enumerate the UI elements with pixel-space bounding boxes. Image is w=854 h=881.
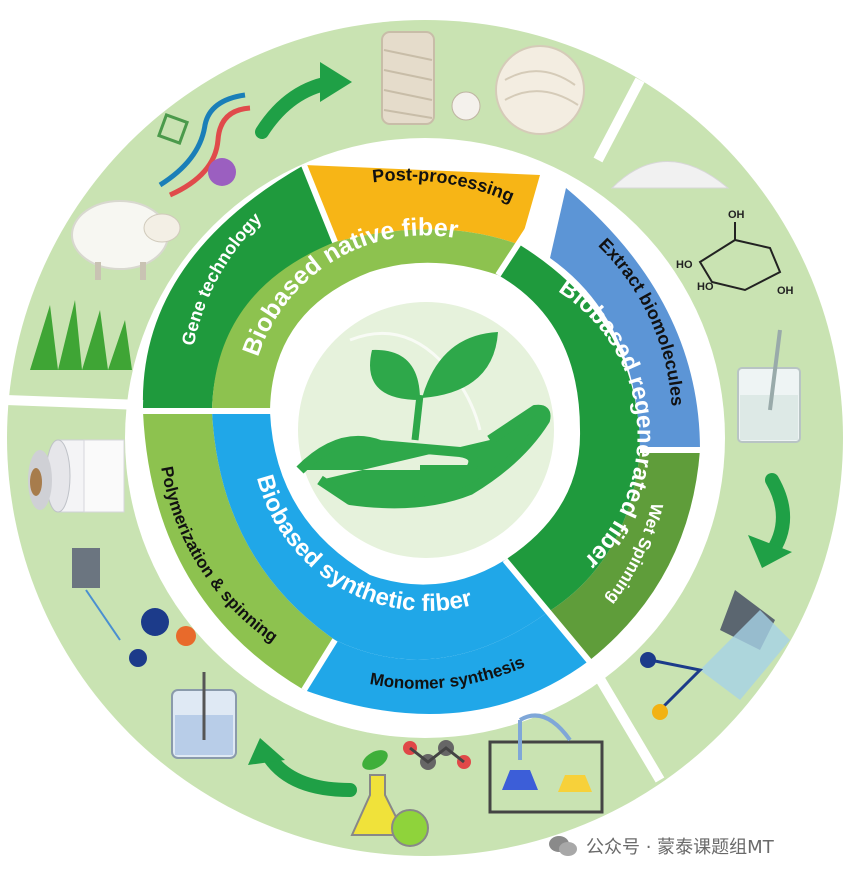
segment-regenerated-fiber[interactable] (498, 245, 640, 612)
segment-native-fiber[interactable] (212, 229, 520, 410)
watermark-text: 公众号 · 蒙泰课题组MT (586, 837, 774, 858)
leaf-hand-icon (296, 331, 551, 509)
divider-poly-mono (301, 638, 338, 692)
wechat-icon (548, 834, 578, 858)
beaker-icon (737, 329, 801, 443)
monomer-molecule-icon (403, 740, 471, 770)
step-ring (142, 165, 700, 714)
sheep-icon (71, 200, 181, 280)
spinning-machine-icon (72, 548, 196, 667)
ho-left-label: HO (676, 259, 693, 271)
yarn-icon (381, 31, 585, 135)
separator-left (5, 395, 144, 410)
segment-wet-spinning[interactable] (548, 450, 700, 660)
glucose-molecule-icon: OH HO HO OH (676, 209, 794, 297)
watermark: 公众号 · 蒙泰课题组MT (548, 828, 848, 864)
flask-icon (350, 750, 429, 847)
dna-icon (156, 92, 251, 198)
segment-synthetic-fiber[interactable] (212, 412, 548, 660)
green-arrow-icon (255, 62, 352, 139)
green-arrow-icon (748, 473, 792, 568)
spinneret-icon (640, 590, 790, 720)
bobbin-icon (28, 439, 125, 513)
segment-monomer-synthesis[interactable] (304, 612, 590, 714)
reactor-icon (171, 672, 237, 759)
green-arrow-icon (248, 738, 357, 797)
ho-mid-label: HO (697, 281, 714, 293)
core-ring (212, 229, 640, 660)
separator-bottom (585, 659, 665, 783)
oh-top-label: OH (728, 209, 745, 221)
divider-post-gene (301, 163, 338, 244)
segment-polymerization-spinning[interactable] (143, 412, 335, 690)
oh-bottom-label: OH (777, 285, 794, 297)
divider-core-top (495, 178, 563, 277)
segment-post-processing[interactable] (304, 165, 540, 245)
powder-icon (610, 161, 730, 189)
segment-gene-technology[interactable] (142, 165, 335, 410)
distillation-icon (488, 713, 604, 814)
grass-icon (30, 300, 132, 370)
separator-top (593, 77, 645, 163)
segment-extract-biomolecules[interactable] (550, 188, 700, 450)
divider-core-bottom (502, 558, 593, 664)
